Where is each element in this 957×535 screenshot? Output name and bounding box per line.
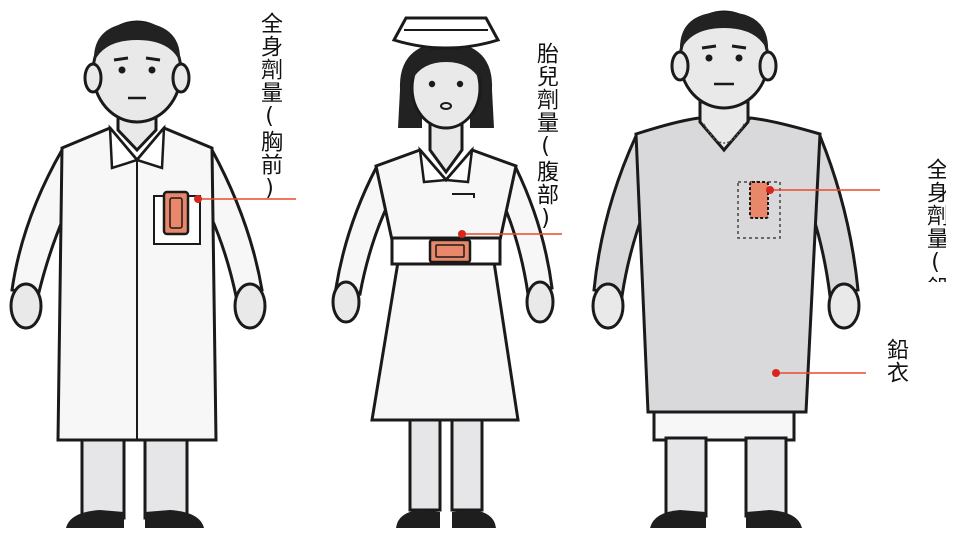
leader-dot bbox=[458, 230, 466, 238]
dosimeter-badge-inside-apron bbox=[749, 181, 769, 219]
leader-dot bbox=[194, 195, 202, 203]
shoe-icon bbox=[650, 510, 706, 528]
chest-dose-label: 全身劑量(胸前) bbox=[257, 12, 282, 202]
leader-dot bbox=[766, 186, 774, 194]
doctor-figure bbox=[9, 20, 296, 528]
lead-apron bbox=[634, 116, 822, 414]
nurse-cap-icon bbox=[391, 16, 501, 50]
fetal-dose-label: 胎兒劑量(腹部) bbox=[533, 42, 558, 232]
shoe-icon bbox=[396, 510, 440, 528]
shoe-icon bbox=[145, 510, 204, 528]
lead-apron-figure bbox=[591, 10, 880, 528]
inside-apron-dose-label: 全身劑量(鉛衣內) bbox=[923, 158, 946, 282]
leader-dot bbox=[772, 369, 780, 377]
lead-apron-label: 鉛衣 bbox=[883, 338, 908, 384]
shoe-icon bbox=[66, 510, 124, 528]
shoe-icon bbox=[746, 510, 802, 528]
shoe-icon bbox=[452, 510, 496, 528]
nurse-figure bbox=[331, 16, 562, 528]
